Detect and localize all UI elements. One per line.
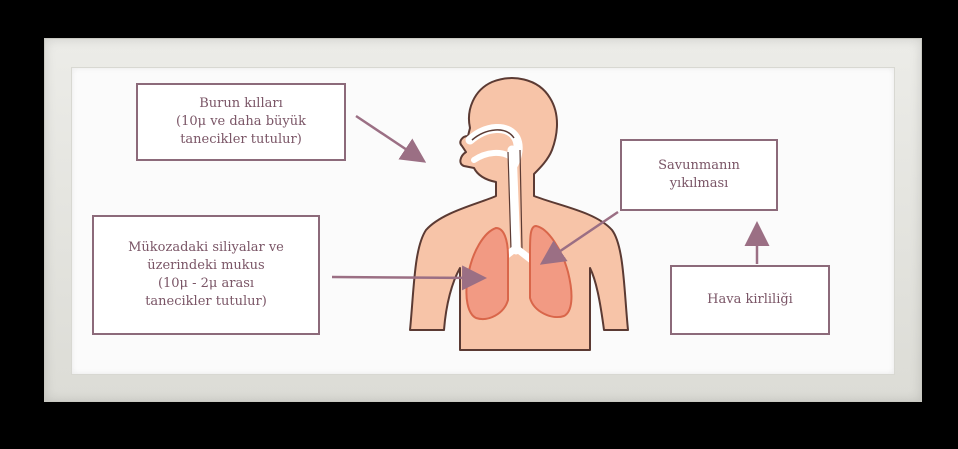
- label-mucus: Mükozadaki siliyalar ve üzerindeki mukus…: [92, 215, 320, 335]
- label-mucus-line2: üzerindeki mukus: [147, 257, 264, 275]
- label-pollution-line1: Hava kirliliği: [707, 291, 793, 309]
- trachea: [512, 150, 516, 250]
- label-defense: Savunmanın yıkılması: [620, 139, 778, 211]
- label-mucus-line3: (10μ - 2μ arası: [158, 275, 254, 293]
- label-defense-line2: yıkılması: [670, 175, 729, 193]
- label-defense-line1: Savunmanın: [658, 157, 740, 175]
- human-body-icon: [410, 78, 628, 350]
- label-nose-hairs: Burun kılları (10μ ve daha büyük tanecik…: [136, 83, 346, 161]
- label-mucus-line4: tanecikler tutulur): [145, 293, 267, 311]
- arrow-mucus: [332, 277, 482, 278]
- label-nose-hairs-line3: tanecikler tutulur): [180, 131, 302, 149]
- arrow-nose: [356, 116, 422, 160]
- label-nose-hairs-line1: Burun kılları: [199, 95, 283, 113]
- label-pollution: Hava kirliliği: [670, 265, 830, 335]
- label-mucus-line1: Mükozadaki siliyalar ve: [128, 239, 284, 257]
- label-nose-hairs-line2: (10μ ve daha büyük: [176, 113, 306, 131]
